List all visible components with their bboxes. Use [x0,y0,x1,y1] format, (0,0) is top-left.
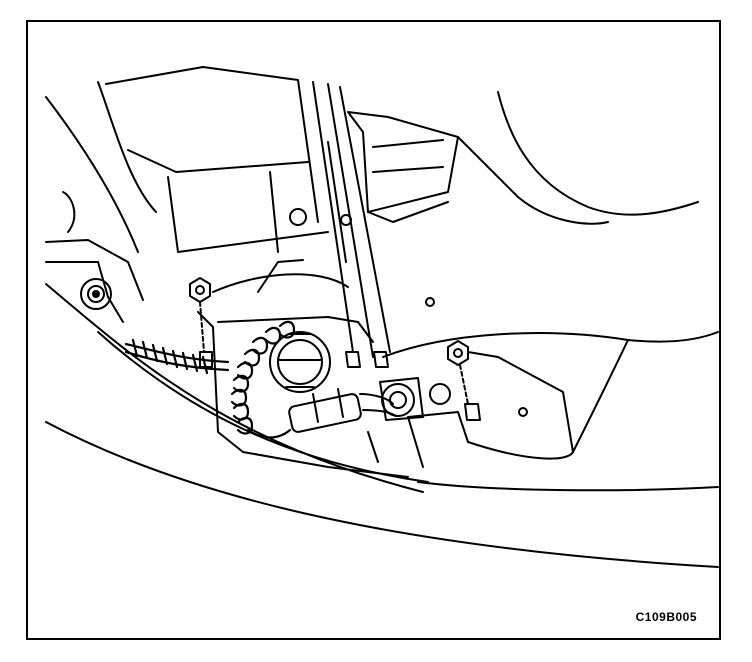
mounting-hole [430,384,450,404]
bulb-socket [270,332,330,392]
floor-panel [383,332,718,490]
right-body-panel [348,92,698,306]
bumper-edge [46,284,718,567]
lamp-housing [198,260,468,477]
wire-bundle [126,340,228,373]
coiled-harness [232,322,294,438]
nut-left [190,278,212,367]
connector-plug [380,378,450,420]
stud-center [346,352,388,367]
nut-right [448,341,480,420]
inline-connector [288,389,396,433]
rear-panel [46,67,328,252]
drain-plug [81,279,111,309]
side-wall [46,240,143,322]
technical-drawing [28,22,719,638]
illustration-frame: C109B005 [26,20,721,640]
pillar [313,82,390,357]
figure-code-label: C109B005 [635,610,697,624]
